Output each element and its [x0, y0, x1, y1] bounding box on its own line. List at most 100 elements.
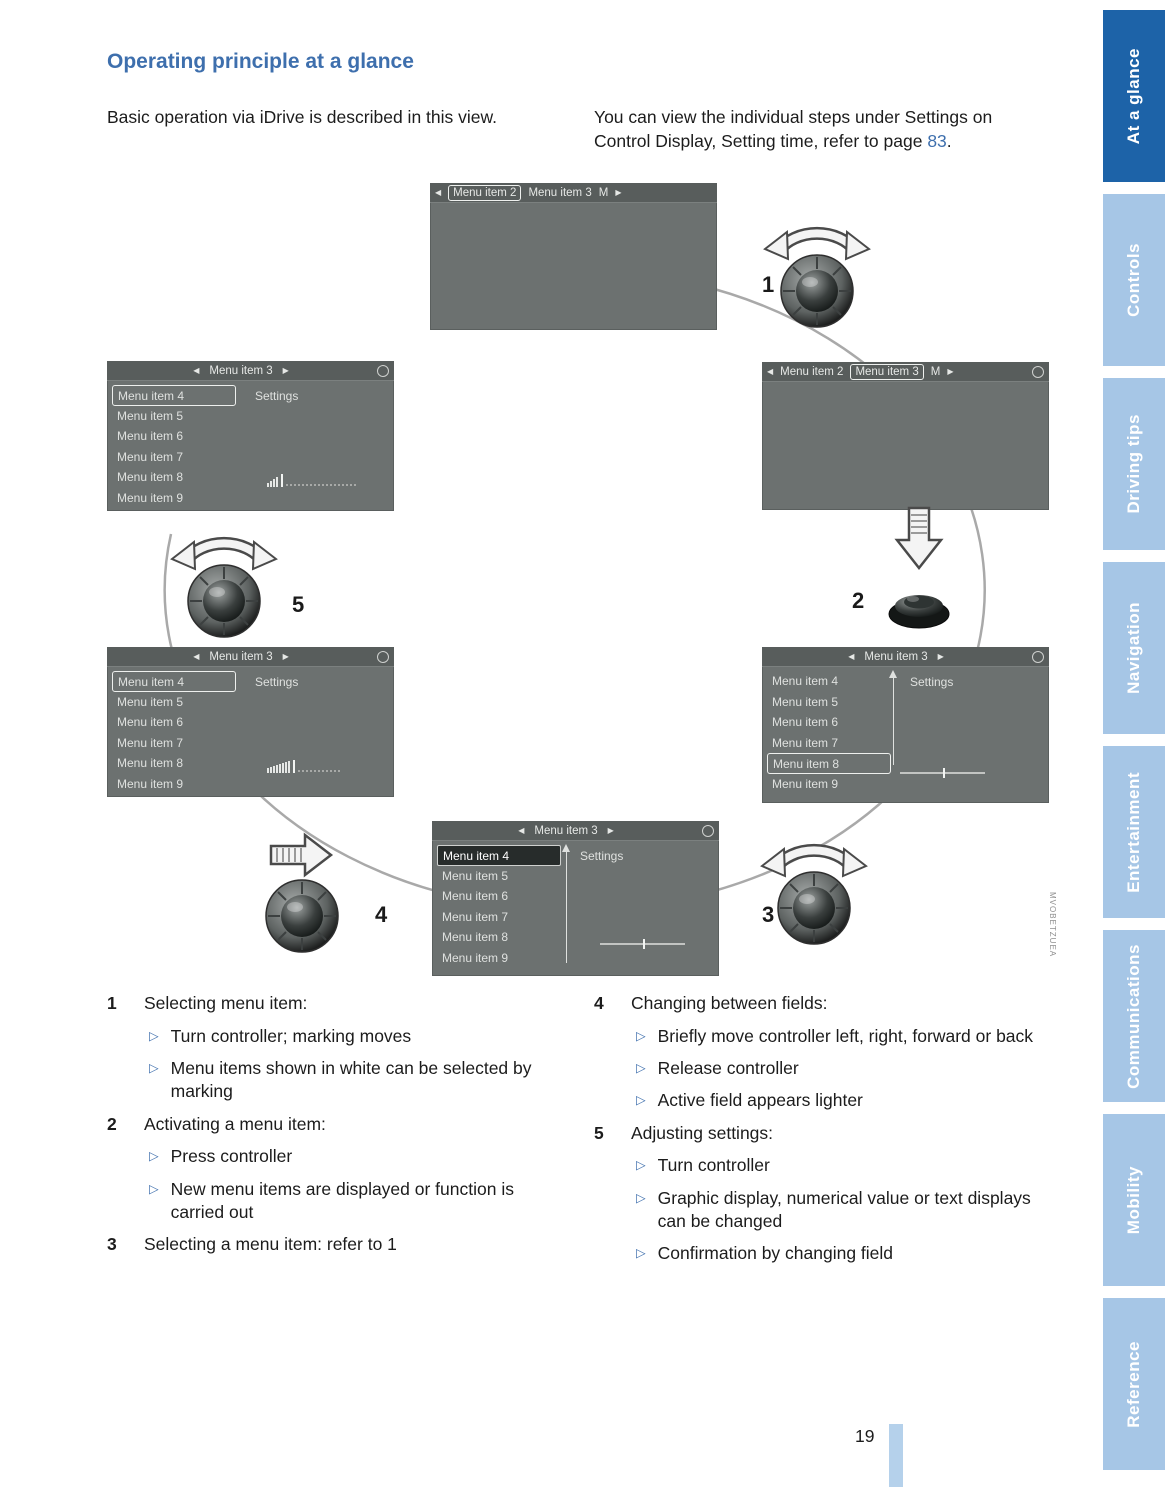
display-screen-top: ◀ Menu item 2 Menu item 3 M ▶ [430, 183, 717, 330]
menu-item-selected: Menu item 4 [437, 845, 561, 866]
clock-icon [1032, 365, 1044, 378]
step-title: Activating a menu item: [144, 1113, 326, 1134]
menu-item: Menu item 5 [117, 694, 184, 709]
instruction-item: 4 Changing between fields: ▷Briefly move… [594, 992, 1054, 1113]
controller-press-icon [879, 502, 959, 642]
settings-label: Settings [580, 849, 624, 863]
step-title: Changing between fields: [631, 993, 828, 1013]
menu-item: Menu item 9 [772, 776, 839, 791]
step-title: Adjusting settings: [631, 1122, 774, 1143]
page-link-83[interactable]: 83 [927, 130, 947, 151]
display-screen-low-right: ◀ Menu item 3 ▶ Menu item 4 Menu item 5 … [762, 647, 1049, 803]
menu-item: Menu item 6 [442, 889, 509, 903]
triangle-bullet-icon: ▷ [636, 1158, 646, 1173]
bullet-text: Graphic display, numerical value or text… [657, 1187, 1031, 1231]
menu-tab-focused: Menu item 2 [448, 184, 522, 201]
step-bullet: ▷Active field appears lighter [631, 1089, 1054, 1112]
left-arrow-icon: ◀ [848, 652, 855, 661]
sidebar-tab-driving-tips: Driving tips [1103, 378, 1165, 550]
menu-item: Menu item 9 [117, 776, 184, 791]
clock-icon [377, 650, 389, 663]
right-arrow-icon: ▶ [615, 188, 622, 197]
bullet-text: Menu items shown in white can be selecte… [170, 1058, 532, 1102]
footer-accent-bar [889, 1424, 903, 1487]
menu-bar: ◀ Menu item 3 ▶ [107, 361, 394, 381]
step-number: 1 [107, 993, 117, 1013]
menu-item-highlighted: Menu item 4 [112, 385, 236, 406]
page-number: 19 [855, 1426, 875, 1446]
right-arrow-icon: ▶ [282, 652, 289, 661]
sidebar-tab-controls: Controls [1103, 194, 1165, 366]
menu-item: Menu item 6 [772, 715, 839, 729]
step-number: 5 [594, 1122, 604, 1143]
step-bullet: ▷ Turn controller [631, 1154, 1054, 1177]
menu-item-highlighted: Menu item 8 [767, 753, 891, 774]
triangle-bullet-icon: ▷ [636, 1190, 646, 1205]
sidebar-tab-navigation: Navigation [1103, 562, 1165, 734]
step-bullet: ▷Press controller [144, 1145, 559, 1168]
menu-item: Menu item 8 [442, 930, 509, 944]
step-bullet: ▷Briefly move controller left, right, fo… [631, 1025, 1054, 1048]
step-bullet: ▷ Release controller [631, 1057, 1054, 1080]
left-arrow-icon: ◀ [435, 188, 442, 197]
step-bullet: ▷New menu items are displayed or functio… [144, 1178, 559, 1225]
sidebar-tab-at-a-glance: At a glance [1103, 10, 1165, 182]
menu-item: Menu item 7 [117, 449, 184, 464]
left-arrow-icon: ◀ [193, 366, 200, 375]
shift-arrow-icon [267, 830, 337, 887]
display-screen-mid-left: ◀ Menu item 3 ▶ Menu item 4 Menu item 5 … [107, 361, 394, 511]
sidebar-tab-reference: Reference [1103, 1298, 1165, 1470]
sidebar-tab-mobility: Mobility [1103, 1114, 1165, 1286]
settings-slider [600, 939, 685, 949]
instruction-item: 5 Adjusting settings: ▷ Turn controller ▷… [594, 1122, 1054, 1266]
menu-item: Menu item 7 [117, 735, 184, 750]
intro-right: You can view the individual steps under … [594, 105, 1046, 153]
triangle-bullet-icon: ▷ [636, 1061, 646, 1076]
triangle-bullet-icon: ▷ [636, 1093, 646, 1108]
menu-title: Menu item 3 [209, 650, 273, 663]
instructions-left-column: 1 Selecting menu item: ▷Turn controller;… [107, 992, 559, 1266]
menu-list: Menu item 4 Menu item 5 Menu item 6 Menu… [767, 671, 891, 794]
menu-tab: Menu item 3 [528, 186, 592, 199]
right-arrow-icon: ▶ [937, 652, 944, 661]
bullet-text: Turn controller [657, 1155, 770, 1176]
menu-item: Menu item 5 [442, 868, 509, 883]
bullet-text: New menu items are displayed or function… [170, 1178, 514, 1222]
menu-list: Menu item 4 Menu item 5 Menu item 6 Menu… [112, 385, 236, 508]
controller-rotate-icon [759, 822, 869, 952]
print-code: MVOBETZUEA [1048, 892, 1057, 958]
right-arrow-icon: ▶ [282, 366, 289, 375]
triangle-bullet-icon: ▷ [636, 1246, 646, 1261]
right-arrow-icon: ▶ [947, 367, 954, 376]
instruction-item: 2 Activating a menu item: ▷Press control… [107, 1113, 559, 1225]
menu-item: Menu item 8 [117, 756, 184, 770]
triangle-bullet-icon: ▷ [149, 1028, 159, 1043]
bullet-text: Confirmation by changing field [657, 1243, 894, 1264]
menu-list: Menu item 4 Menu item 5 Menu item 6 Menu… [437, 845, 561, 968]
menu-item: Menu item 6 [117, 715, 184, 729]
step-label-5: 5 [292, 592, 305, 617]
display-screen-bottom: ◀ Menu item 3 ▶ Menu item 4 Menu item 5 … [432, 821, 719, 976]
step-bullet: ▷Turn controller; marking moves [144, 1025, 559, 1048]
step-number: 3 [107, 1234, 117, 1255]
settings-label: Settings [910, 675, 954, 689]
menu-item: Menu item 6 [117, 429, 184, 443]
settings-slider [900, 768, 985, 778]
menu-bar: ◀ Menu item 2 Menu item 3 M ▶ [430, 183, 717, 203]
menu-list: Menu item 4 Menu item 5 Menu item 6 Menu… [112, 671, 236, 794]
menu-bar: ◀ Menu item 2 Menu item 3 M ▶ [762, 362, 1049, 382]
sidebar-tab-communications: Communications [1103, 930, 1165, 1102]
menu-tab-truncated: M [930, 365, 941, 378]
bullet-text: Briefly move controller left, right, for… [657, 1025, 1034, 1046]
intro-right-text: You can view the individual steps under … [594, 106, 993, 151]
step-number: 2 [107, 1113, 117, 1134]
clock-icon [377, 364, 389, 377]
bullet-text: Release controller [657, 1058, 799, 1079]
step-bullet: ▷Menu items shown in white can be select… [144, 1057, 559, 1104]
menu-item: Menu item 5 [117, 408, 184, 423]
menu-title: Menu item 3 [209, 364, 273, 377]
menu-item-highlighted: Menu item 4 [112, 671, 236, 692]
controller-knob-icon [257, 868, 347, 968]
step-label-4: 4 [375, 902, 388, 927]
